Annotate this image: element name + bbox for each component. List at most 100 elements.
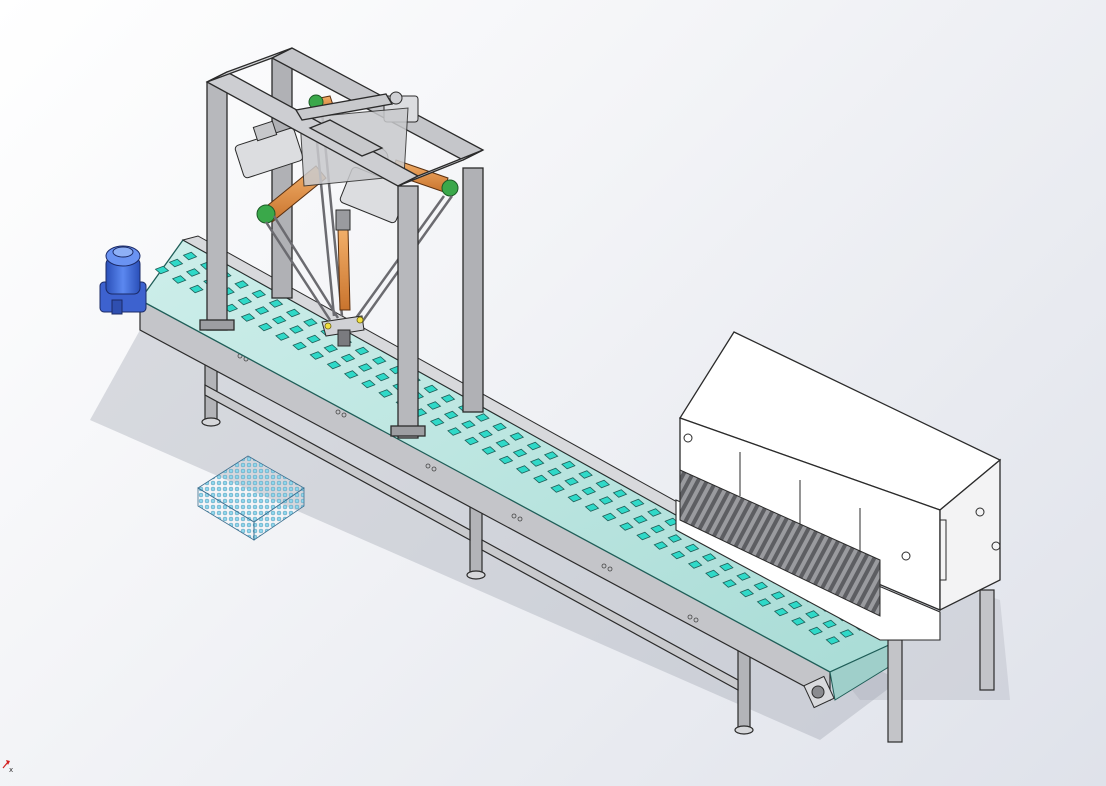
belt-pocket	[182, 251, 198, 261]
belt-pocket	[323, 344, 339, 353]
belt-pocket	[633, 515, 648, 524]
blue-gear-motor-icon[interactable]	[99, 245, 147, 315]
belt-pocket	[805, 610, 820, 619]
belt-pocket	[285, 308, 301, 318]
belt-pocket	[475, 413, 490, 422]
belt-pocket	[650, 524, 665, 534]
belt-pocket	[667, 534, 683, 543]
product-tray[interactable]	[197, 455, 305, 541]
belt-pocket	[378, 389, 393, 398]
belt-pocket	[550, 484, 565, 493]
belt-pocket	[512, 448, 528, 458]
belt-pocket	[595, 479, 611, 489]
conveyor-legs	[201, 339, 754, 735]
belt-pocket	[185, 268, 201, 277]
axis-x-label: x	[9, 766, 13, 774]
belt-pocket	[705, 569, 720, 579]
robot-end-effector[interactable]	[321, 315, 365, 347]
belt-pocket	[461, 420, 476, 429]
axis-triad-icon: x	[2, 760, 13, 774]
belt-pocket	[481, 446, 497, 455]
belt-pocket	[429, 417, 445, 427]
belt-pocket	[839, 629, 855, 638]
belt-pocket	[584, 503, 600, 512]
belt-pocket	[251, 289, 267, 299]
belt-pocket	[257, 322, 273, 332]
belt-pocket	[464, 436, 479, 446]
gantry-frame-front	[199, 47, 484, 439]
belt-pocket	[426, 401, 442, 410]
belt-pocket	[526, 441, 542, 451]
belt-pocket	[361, 379, 376, 389]
belt-pocket	[343, 370, 359, 379]
belt-pocket	[234, 280, 249, 289]
belt-pocket	[371, 356, 387, 365]
belt-pocket	[271, 315, 287, 325]
belt-pocket	[495, 439, 511, 448]
belt-pocket	[289, 325, 304, 334]
belt-pocket	[240, 313, 256, 322]
belt-pocket	[423, 384, 439, 394]
belt-pocket	[701, 553, 717, 562]
belt-pocket	[254, 306, 270, 315]
belt-pocket	[615, 505, 631, 515]
belt-pocket	[564, 477, 579, 486]
belt-pocket	[543, 451, 559, 460]
robot-telescopic-shaft	[335, 209, 351, 311]
robot-servo-motor-left	[234, 120, 304, 179]
belt-pocket	[601, 512, 617, 522]
belt-pocket	[492, 422, 507, 432]
belt-pocket	[306, 334, 321, 344]
belt-pocket	[533, 474, 548, 484]
belt-pocket	[598, 496, 614, 505]
belt-pocket	[791, 617, 806, 626]
belt-pocket	[578, 470, 593, 479]
belt-pocket	[619, 522, 634, 531]
belt-pocket	[739, 588, 755, 598]
belt-pocket	[509, 432, 525, 441]
belt-pocket	[653, 541, 669, 550]
belt-pocket	[237, 296, 253, 306]
belt-pocket	[719, 562, 734, 572]
belt-pocket	[770, 591, 786, 600]
housing-legs	[887, 589, 995, 743]
belt-pocket	[581, 486, 597, 496]
belt-pocket	[309, 351, 325, 360]
belt-pocket	[684, 543, 700, 553]
belt-pocket	[687, 560, 703, 569]
belt-pocket	[443, 410, 459, 420]
belt-pocket	[736, 572, 751, 581]
belt-pocket	[756, 598, 772, 607]
belt-pocket	[612, 489, 628, 498]
belt-pocket	[357, 363, 373, 372]
belt-pocket	[498, 455, 514, 465]
belt-pocket	[515, 465, 531, 474]
belt-pocket	[787, 600, 803, 610]
belt-pocket	[375, 372, 390, 382]
belt-pocket	[171, 275, 187, 284]
belt-pocket	[722, 579, 737, 588]
belt-pocket	[326, 360, 342, 370]
belt-pocket	[447, 427, 462, 436]
belt-pocket	[753, 581, 769, 591]
belt-pocket	[629, 498, 645, 508]
belt-pocket	[636, 531, 651, 541]
belt-pocket	[561, 460, 576, 470]
belt-pocket	[567, 493, 583, 503]
belt-pocket	[773, 607, 789, 617]
output-housing[interactable]	[675, 331, 1002, 743]
belt-pocket	[440, 394, 456, 403]
belt-pocket	[168, 258, 184, 268]
belt-pocket	[670, 550, 686, 560]
belt-pocket	[268, 299, 284, 308]
belt-pocket	[478, 429, 493, 439]
belt-pocket	[529, 458, 545, 467]
belt-pocket	[547, 467, 562, 477]
belt-pocket	[825, 636, 841, 645]
belt-pocket	[647, 508, 662, 517]
belt-pocket	[808, 626, 823, 636]
belt-pocket	[189, 284, 204, 294]
belt-pocket	[340, 353, 356, 363]
